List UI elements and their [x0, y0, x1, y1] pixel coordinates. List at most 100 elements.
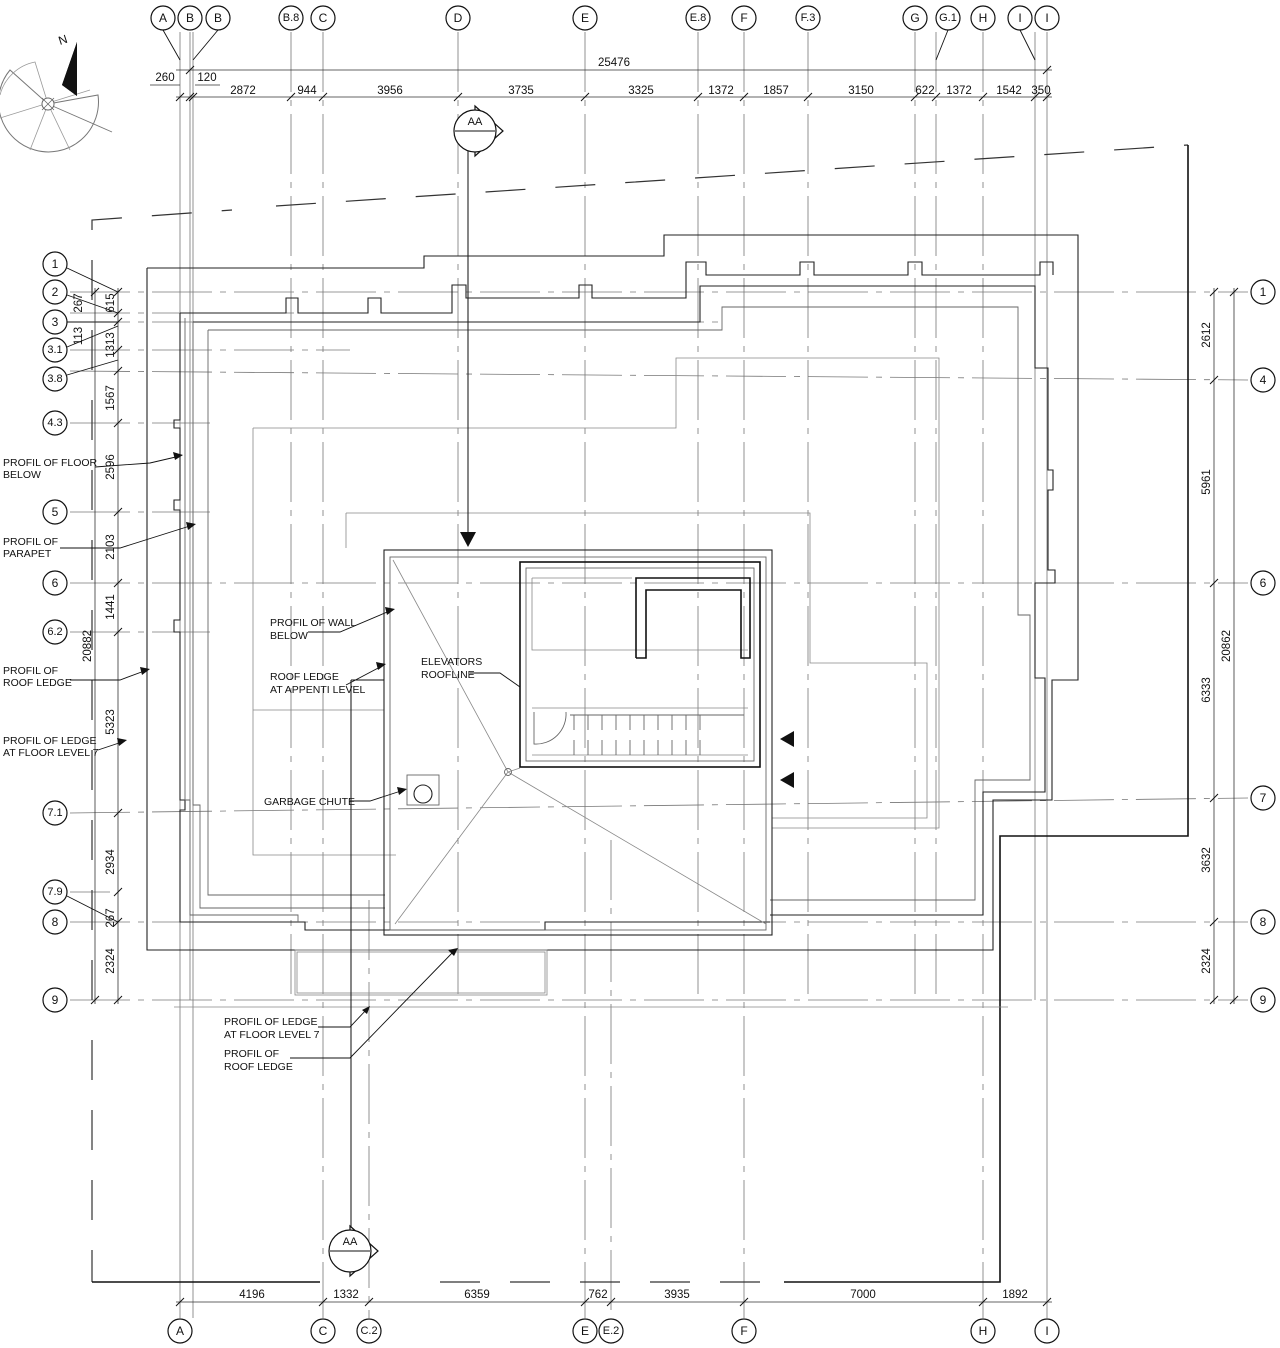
dim-top-3: 3956	[377, 85, 403, 97]
svg-text:E.8: E.8	[690, 12, 707, 24]
parapet-walls	[173, 261, 1056, 931]
dim-left-11: 267	[105, 908, 117, 927]
svg-text:G.1: G.1	[939, 12, 957, 24]
stair-treads	[570, 714, 744, 755]
svg-text:5: 5	[52, 505, 59, 519]
dim-left-10: 2934	[105, 849, 117, 875]
svg-text:A: A	[176, 1324, 184, 1338]
svg-text:I: I	[1018, 11, 1021, 25]
annotation-notes: PROFIL OF FLOOR BELOW PROFIL OF PARAPET …	[3, 452, 521, 1073]
dim-top-1: 2872	[230, 85, 256, 97]
dim-top-6: 1372	[708, 85, 734, 97]
dim-top-a2: 120	[197, 72, 216, 84]
grid-bubble-right-9: 9	[1250, 987, 1276, 1013]
svg-text:E: E	[581, 1324, 589, 1338]
note-elevators-1: ELEVATORS	[421, 656, 482, 668]
dim-left-12: 2324	[105, 948, 117, 974]
dim-bottom-1: 4196	[239, 1289, 265, 1301]
note-floor-below-2: BELOW	[3, 469, 41, 481]
note-parapet-1: PROFIL OF	[3, 536, 58, 548]
svg-text:1: 1	[52, 257, 59, 271]
note-roof-ledge-bottom-1: PROFIL OF	[224, 1048, 279, 1060]
grid-bubble-left-6: 6	[42, 570, 68, 596]
section-marker-top: AA	[453, 104, 504, 158]
note-ledge-appenti-2: AT APPENTI LEVEL	[270, 684, 365, 696]
svg-text:7.9: 7.9	[47, 886, 62, 898]
grid-bubble-right-1: 1	[1250, 279, 1276, 305]
svg-text:I: I	[1045, 11, 1048, 25]
grid-bubble-left-2: 2	[42, 279, 119, 314]
dim-bottom-6: 7000	[850, 1289, 876, 1301]
svg-text:6: 6	[1260, 576, 1267, 590]
elevator-roofline	[519, 561, 761, 768]
dim-bottom-4: 762	[588, 1289, 607, 1301]
dim-top-12: 350	[1031, 85, 1050, 97]
grid-bubble-left-79: 7.9	[42, 879, 119, 923]
dim-top-a1: 260	[155, 72, 174, 84]
grid-bubble-left-5: 5	[42, 499, 68, 525]
svg-text:4.3: 4.3	[47, 417, 62, 429]
grid-bubble-left-71: 7.1	[42, 800, 68, 826]
svg-text:1: 1	[1260, 285, 1267, 299]
svg-text:4: 4	[1260, 373, 1267, 387]
svg-text:6: 6	[52, 576, 59, 590]
svg-text:B: B	[214, 11, 222, 25]
svg-text:7: 7	[1260, 791, 1267, 805]
grid-bubble-top-h: H	[970, 5, 996, 31]
svg-text:A: A	[159, 11, 167, 25]
note-ledge-l7-bottom-2: AT FLOOR LEVEL 7	[224, 1029, 320, 1041]
right-grid-bubbles: 1 4 6 7 8 9	[1250, 279, 1276, 1013]
grid-bubble-top-f3: F.3	[795, 5, 821, 31]
dim-bottom-7: 1892	[1002, 1289, 1028, 1301]
dim-top-11: 1542	[996, 85, 1022, 97]
svg-text:B.8: B.8	[283, 12, 300, 24]
grid-bubble-top-i1: I	[1007, 5, 1036, 61]
grid-bubble-top-d: D	[445, 5, 471, 31]
note-ledge-l7-left-1: PROFIL OF LEDGE	[3, 735, 97, 747]
dim-bottom-5: 3935	[664, 1289, 690, 1301]
dim-top-8: 3150	[848, 85, 874, 97]
dim-top-4: 3735	[508, 85, 534, 97]
note-ledge-l7-left-2: AT FLOOR LEVEL 7	[3, 747, 99, 759]
svg-text:B: B	[186, 11, 194, 25]
note-wall-below-2: BELOW	[270, 630, 308, 642]
svg-text:3.8: 3.8	[47, 373, 62, 385]
note-parapet-2: PARAPET	[3, 548, 52, 560]
north-arrow: N	[0, 32, 113, 153]
grid-bubble-bottom-c: C	[310, 1318, 336, 1344]
svg-text:8: 8	[52, 915, 59, 929]
grid-bubble-bottom-e2: E.2	[598, 1318, 624, 1344]
grid-bubble-top-a: A	[150, 5, 181, 61]
grid-bubble-bottom-h: H	[970, 1318, 996, 1344]
svg-text:F: F	[740, 11, 747, 25]
dim-bottom-3: 6359	[464, 1289, 490, 1301]
svg-text:6.2: 6.2	[47, 626, 62, 638]
svg-text:9: 9	[1260, 993, 1267, 1007]
note-floor-below-1: PROFIL OF FLOOR	[3, 457, 98, 469]
dim-top-5: 3325	[628, 85, 654, 97]
property-boundary	[91, 144, 1189, 1283]
dim-top-10: 1372	[946, 85, 972, 97]
grid-bubble-top-g: G	[902, 5, 928, 31]
door-arrow-lower	[780, 772, 794, 788]
dim-left-1: 267	[73, 293, 85, 312]
door-arrow-upper	[780, 731, 794, 747]
grid-bubble-left-9: 9	[42, 987, 68, 1013]
dim-left-3: 113	[73, 327, 85, 345]
note-roof-ledge-bottom-2: ROOF LEDGE	[224, 1061, 293, 1073]
grid-bubble-top-b8: B.8	[278, 5, 304, 31]
horizontal-grid-lines	[69, 291, 1249, 1001]
grid-bubble-top-i2: I	[1034, 5, 1060, 31]
note-garbage: GARBAGE CHUTE	[264, 796, 355, 808]
svg-text:E.2: E.2	[603, 1325, 620, 1337]
top-grid-bubbles: A B B B.8 C D E E.8 F F.3 G G.1 H I I	[150, 5, 1060, 61]
dim-overall-top: 25476	[598, 57, 630, 69]
dim-left-5: 1567	[105, 385, 117, 411]
dim-bottom-2: 1332	[333, 1289, 359, 1301]
dim-top-9: 622	[915, 85, 934, 97]
section-marker-bottom-label: AA	[343, 1236, 358, 1248]
dim-left-4: 1313	[105, 332, 117, 358]
svg-text:3: 3	[52, 315, 59, 329]
grid-bubble-bottom-a: A	[167, 1318, 193, 1344]
